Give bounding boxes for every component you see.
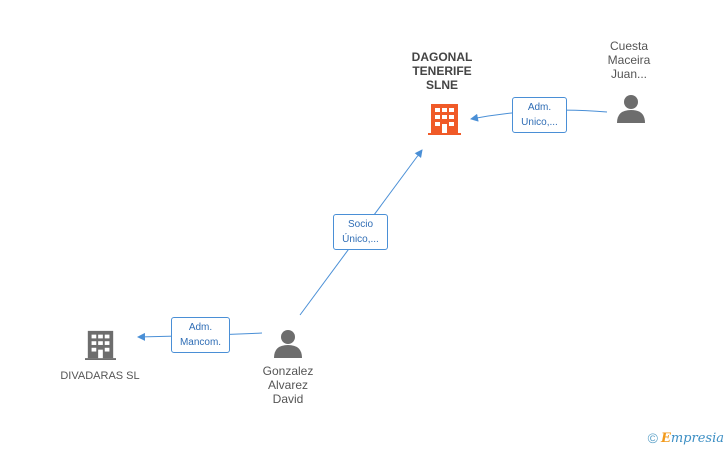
node-label-line: Maceira — [607, 53, 651, 67]
node-label-line: Cuesta — [609, 39, 649, 53]
node-label-line: TENERIFE — [412, 64, 472, 78]
empresia-watermark: © Empresia — [648, 430, 724, 446]
edge-label-adm-unico[interactable]: Adm. Unico,... — [512, 97, 567, 133]
edge-label-adm-mancom[interactable]: Adm. Mancom. — [171, 317, 230, 353]
edge-label-line: Único,... — [342, 234, 379, 245]
node-label-line: DAGONAL — [411, 50, 473, 64]
node-label-line: Gonzalez — [262, 364, 314, 378]
edge-label-line: Unico,... — [521, 117, 558, 128]
node-label-gonzalez: Gonzalez Alvarez David — [248, 364, 328, 406]
copyright-symbol: © — [647, 430, 658, 446]
building-icon[interactable] — [428, 102, 461, 135]
node-label-line: David — [272, 392, 304, 406]
person-icon[interactable] — [273, 328, 303, 358]
node-label-line: DIVADARAS SL — [60, 370, 140, 382]
edge-label-line: Socio — [347, 219, 373, 230]
edge-label-socio-unico[interactable]: Socio Único,... — [333, 214, 388, 250]
building-icon[interactable] — [85, 328, 116, 361]
edge-label-line: Adm. — [188, 322, 213, 333]
node-label-divadaras: DIVADARAS SL — [40, 369, 160, 383]
brand-initial: E — [660, 430, 671, 446]
node-label-dagonal: DAGONAL TENERIFE SLNE — [396, 50, 488, 92]
person-icon[interactable] — [616, 93, 646, 123]
node-label-line: SLNE — [425, 78, 458, 92]
node-label-line: Alvarez — [267, 378, 308, 392]
edge-label-line: Adm. — [527, 102, 552, 113]
node-label-cuesta: Cuesta Maceira Juan... — [594, 39, 664, 81]
brand-logo: Empresia — [661, 431, 724, 446]
edge-label-line: Mancom. — [179, 337, 222, 348]
brand-rest: mpresia — [670, 430, 724, 446]
node-label-line: Juan... — [610, 67, 648, 81]
